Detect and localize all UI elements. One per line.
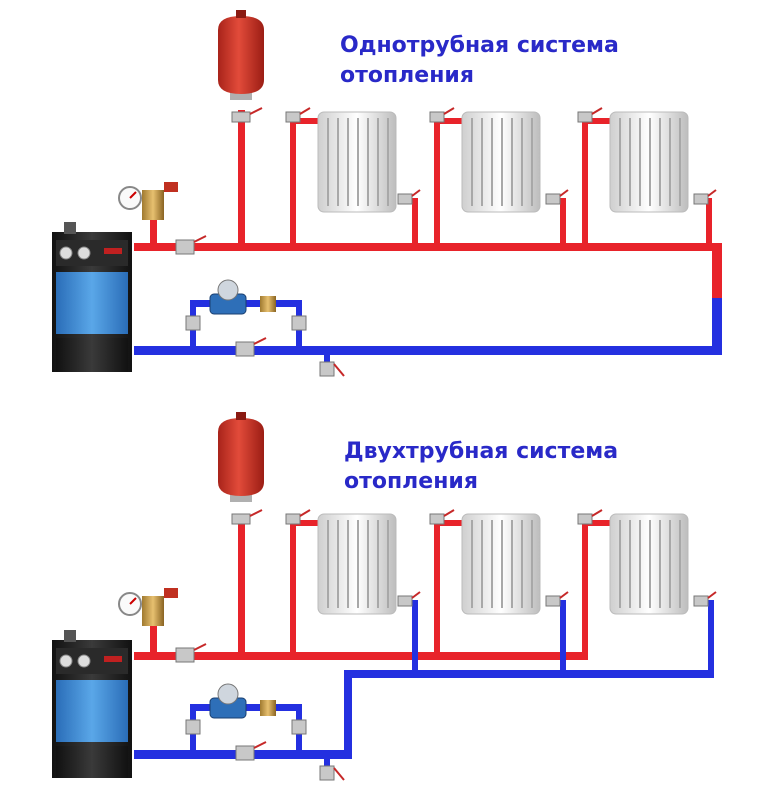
radiator-icon	[461, 513, 541, 615]
circulation-pump-icon	[209, 683, 276, 719]
circulation-pump-icon	[209, 279, 276, 315]
pressure-gauge-icon	[118, 588, 178, 626]
valve-handles	[193, 107, 717, 377]
pressure-gauge-icon	[118, 182, 178, 220]
diagram-title-line1: Однотрубная система	[340, 33, 619, 58]
expansion-tank-icon	[218, 412, 264, 502]
diagram-title-line2: отопления	[344, 469, 478, 494]
radiator-icon	[317, 513, 397, 615]
radiator-icon	[609, 513, 689, 615]
valve-icon	[175, 513, 709, 781]
boiler-icon	[52, 630, 132, 778]
diagram-title-line1: Двухтрубная система	[344, 439, 618, 464]
radiator-icon	[461, 111, 541, 213]
radiator-icon	[317, 111, 397, 213]
supply-pipes	[134, 110, 722, 298]
two-pipe-diagram: Двухтрубная система отопления	[52, 412, 717, 781]
boiler-icon	[52, 222, 132, 372]
diagram-title-line2: отопления	[340, 63, 474, 88]
expansion-tank-icon	[218, 10, 264, 100]
valve-handles	[193, 509, 717, 781]
one-pipe-diagram: Однотрубная система отопления	[52, 10, 722, 377]
valve-icon	[175, 111, 709, 377]
supply-pipes	[134, 520, 612, 660]
radiator-icon	[609, 111, 689, 213]
